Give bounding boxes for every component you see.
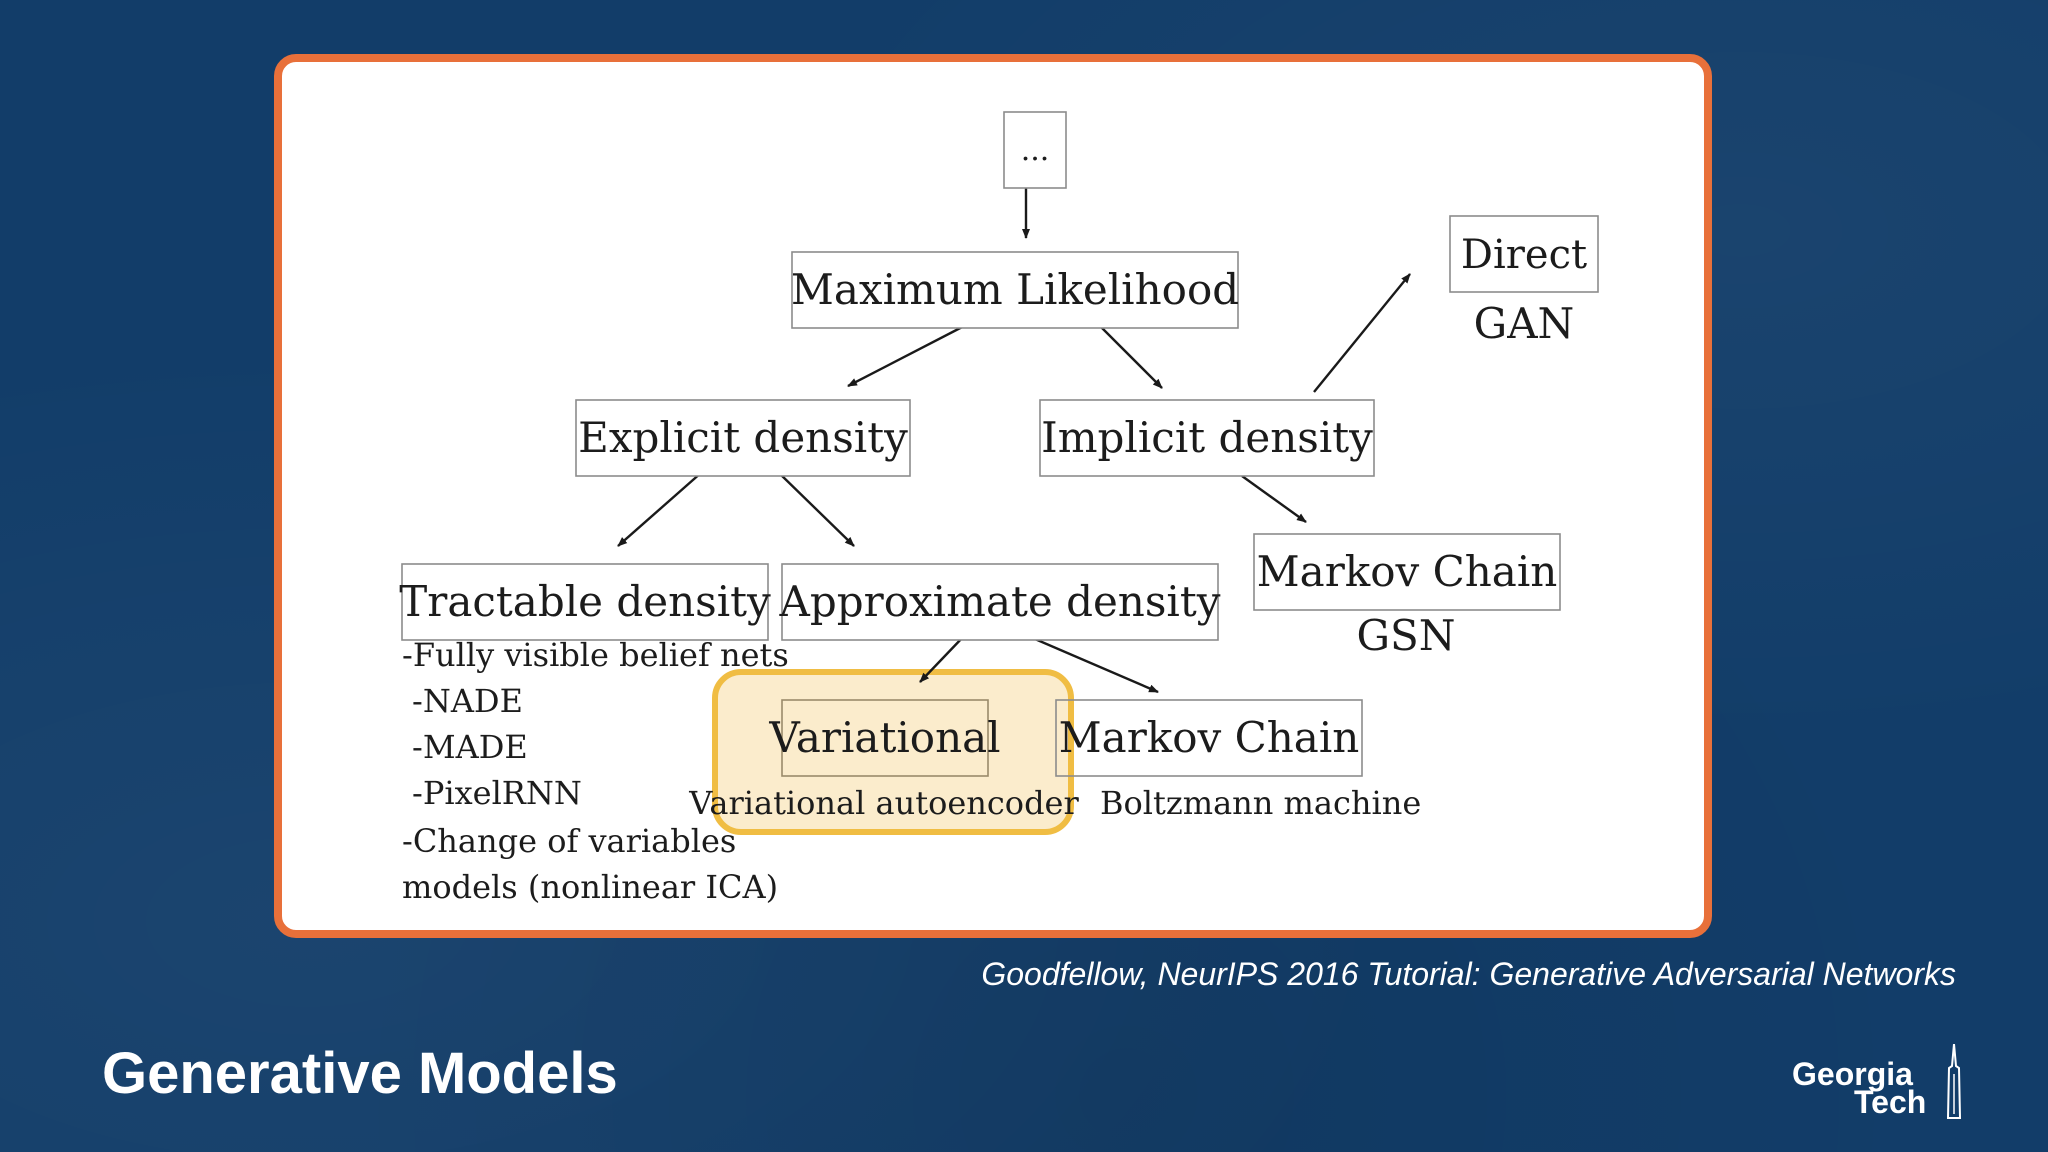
- implicit-density-node: Implicit density: [1039, 399, 1375, 477]
- tractable-item: -Change of variables: [402, 822, 736, 860]
- variational-label: Variational: [768, 713, 1000, 762]
- tower-icon: [1946, 1044, 1962, 1119]
- markov-chain-implicit-label: Markov Chain: [1257, 547, 1558, 596]
- direct-node: Direct: [1449, 215, 1599, 293]
- tractable-density-node: Tractable density: [399, 563, 771, 641]
- taxonomy-diagram: ... Maximum Likelihood Direct GAN Explic…: [399, 111, 1599, 906]
- tractable-item: -MADE: [412, 728, 528, 766]
- root-node: ...: [1003, 111, 1067, 189]
- citation: Goodfellow, NeurIPS 2016 Tutorial: Gener…: [981, 956, 1956, 992]
- tractable-item: models (nonlinear ICA): [402, 868, 778, 906]
- maximum-likelihood-label: Maximum Likelihood: [791, 265, 1239, 314]
- direct-label: Direct: [1461, 232, 1587, 278]
- approximate-density-node: Approximate density: [779, 563, 1221, 641]
- markov-chain-approx-node: Markov Chain: [1055, 699, 1363, 777]
- tractable-density-label: Tractable density: [399, 577, 771, 626]
- arrow-ml-to-implicit: [1097, 323, 1163, 389]
- logo-line-georgia: Georgia: [1792, 1056, 1913, 1092]
- tractable-item: -Fully visible belief nets: [402, 636, 789, 674]
- approximate-density-label: Approximate density: [779, 577, 1221, 626]
- root-label: ...: [1021, 133, 1050, 168]
- maximum-likelihood-node: Maximum Likelihood: [791, 251, 1239, 329]
- arrow-explicit-to-approx: [777, 471, 855, 547]
- arrow-explicit-to-tractable: [617, 471, 703, 547]
- markov-chain-approx-label: Markov Chain: [1059, 713, 1360, 762]
- arrow-implicit-to-markov: [1241, 475, 1307, 523]
- gan-label: GAN: [1474, 299, 1575, 348]
- vae-highlight: [712, 669, 1074, 835]
- tractable-item: -NADE: [412, 682, 523, 720]
- diagram-card: ... Maximum Likelihood Direct GAN Explic…: [274, 54, 1712, 938]
- markov-chain-implicit-node: Markov Chain: [1253, 533, 1561, 611]
- arrow-implicit-to-direct: [1313, 273, 1411, 393]
- explicit-density-label: Explicit density: [578, 413, 908, 462]
- arrow-ml-to-explicit: [847, 322, 969, 388]
- georgia-tech-logo: Georgia Tech: [1790, 1044, 1970, 1120]
- arrow-approx-to-markov: [1027, 634, 1159, 694]
- gsn-label: GSN: [1356, 611, 1455, 660]
- tractable-item: -PixelRNN: [412, 774, 582, 812]
- diagram-arrows: [617, 178, 1411, 694]
- arrow-approx-to-variational: [919, 635, 965, 683]
- slide-title: Generative Models: [102, 1041, 618, 1106]
- implicit-density-label: Implicit density: [1041, 413, 1373, 462]
- boltzmann-machine-label: Boltzmann machine: [1100, 784, 1421, 822]
- explicit-density-node: Explicit density: [575, 399, 911, 477]
- variational-autoencoder-label: Variational autoencoder: [688, 784, 1079, 822]
- logo-line-tech: Tech: [1854, 1084, 1927, 1120]
- variational-node: Variational: [768, 699, 1001, 777]
- tractable-methods-list: -Fully visible belief nets -NADE -MADE -…: [402, 636, 789, 906]
